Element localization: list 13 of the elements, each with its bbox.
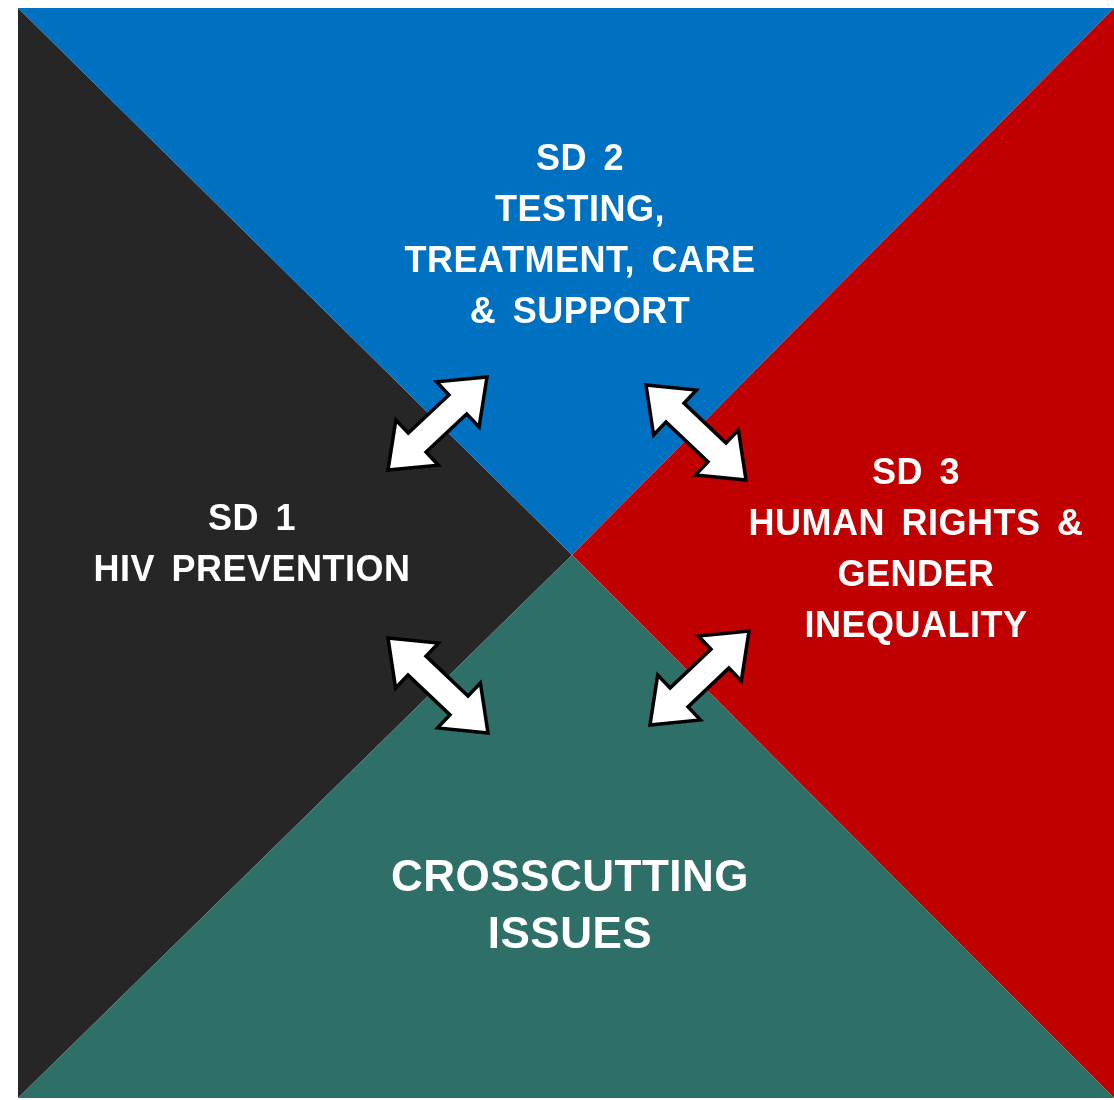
panel-text: HIV PREVENTION bbox=[92, 547, 412, 591]
panel-heading: SD 1 bbox=[206, 496, 297, 540]
triangle-panel bbox=[18, 555, 1114, 1098]
double-arrow bbox=[643, 383, 749, 482]
double-arrow bbox=[647, 629, 752, 727]
triangle-panel bbox=[18, 8, 1114, 555]
panel-text: HUMAN RIGHTS & GENDER INEQUALITY bbox=[747, 501, 1085, 647]
double-arrow bbox=[385, 375, 490, 472]
panel-text: TESTING, TREATMENT, CARE & SUPPORT bbox=[403, 187, 757, 333]
panel-text: CROSSCUTTING ISSUES bbox=[390, 850, 750, 959]
double-arrow bbox=[385, 636, 491, 735]
panel-heading: SD 3 bbox=[870, 450, 961, 494]
panel-heading: SD 2 bbox=[534, 136, 625, 180]
